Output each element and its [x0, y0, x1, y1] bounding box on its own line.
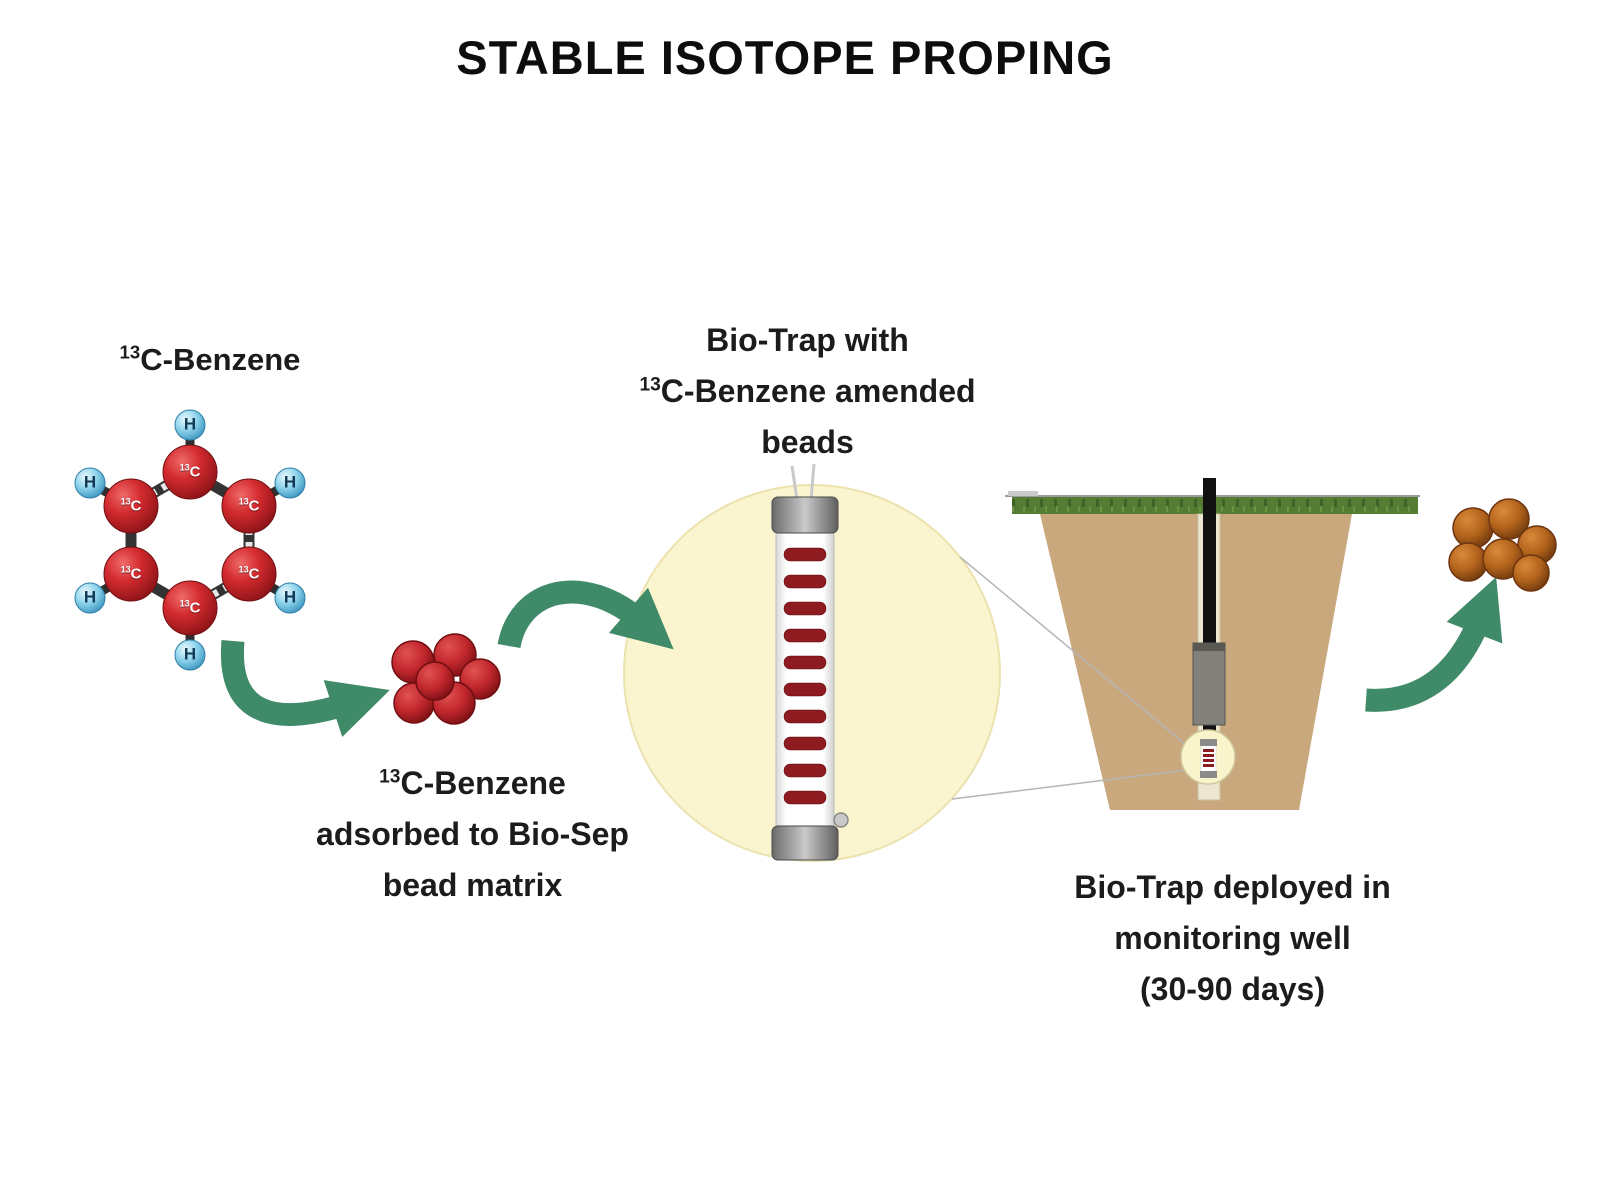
well-caption-line1: Bio-Trap deployed in: [1074, 869, 1391, 905]
well-caption-line2: monitoring well: [1114, 920, 1351, 957]
red-bead-cluster: [391, 633, 501, 725]
carbon-label-sup: 13: [120, 496, 131, 507]
hydrogen-spheres: [74, 409, 306, 671]
adsorbed-caption-line1-text: C-Benzene: [400, 765, 566, 801]
molecule-label-sup: 13: [119, 341, 141, 363]
carbon-label-symbol: C: [248, 565, 260, 583]
monitoring-well-cross-section: [951, 478, 1420, 810]
carbon-label-symbol: C: [130, 497, 142, 515]
arrow-well-to-analysis: [1365, 576, 1503, 712]
hydrogen-atom-label: H: [183, 414, 197, 434]
biotrap-caption-line2: 13C-Benzene amended: [575, 366, 1040, 417]
carbon-label-sup: 13: [179, 598, 190, 609]
molecule-label: 13C-Benzene: [60, 335, 360, 385]
carbon-atom-label: 13C: [239, 564, 260, 582]
diagram-title: STABLE ISOTOPE PROPING: [456, 31, 1114, 84]
carbon-atom-label: 13C: [180, 598, 201, 616]
carbon-atom-label: 13C: [180, 462, 201, 480]
zoom-connector-line-top: [959, 556, 1185, 744]
canister-top-cap: [771, 496, 839, 534]
biotrap-caption-line2-text: C-Benzene amended: [660, 373, 976, 410]
hydrogen-atom-label: H: [283, 587, 297, 607]
hydrogen-atom-label: H: [283, 472, 297, 492]
adsorbed-caption-line2: adsorbed to Bio-Sep: [316, 816, 629, 853]
carbon-label-sup: 13: [120, 564, 131, 575]
biotrap-caption-line2-sup: 13: [639, 374, 661, 396]
arrow-beads-to-biotrap: [497, 580, 674, 650]
hydrogen-atom-label: H: [83, 472, 97, 492]
canister-bead-rows: [783, 547, 827, 805]
canister-ring: [833, 812, 849, 828]
arrow-molecule-to-beads: [220, 640, 390, 737]
zoom-connector-line-bottom: [951, 769, 1187, 800]
carbon-label-symbol: C: [248, 497, 260, 515]
canister-string-left: [790, 465, 799, 501]
mini-biotrap-canister: [1200, 739, 1217, 778]
survey-annotation-marks: [1008, 491, 1038, 496]
biotrap-canister: [771, 463, 849, 861]
carbon-label-symbol: C: [189, 463, 201, 481]
adsorbed-caption: 13C-Benzene adsorbed to Bio-Sep bead mat…: [275, 758, 670, 912]
hydrogen-atom-label: H: [183, 644, 197, 664]
well-rod: [1203, 478, 1216, 770]
carbon-spheres: [103, 444, 277, 636]
biotrap-caption-line1: Bio-Trap with: [706, 322, 909, 358]
well-caption-line3: (30-90 days): [1140, 971, 1325, 1008]
adsorbed-caption-line1-sup: 13: [379, 766, 401, 788]
adsorbed-caption-line1: 13C-Benzene: [275, 758, 670, 809]
carbon-atom-label: 13C: [121, 496, 142, 514]
canister-bottom-cap: [771, 825, 839, 861]
well-sleeve-top-band: [1193, 643, 1225, 651]
carbon-label-sup: 13: [179, 462, 190, 473]
carbon-atom-label: 13C: [121, 564, 142, 582]
carbon-label-sup: 13: [238, 496, 249, 507]
hydrogen-atom-label: H: [83, 587, 97, 607]
benzene-molecule: [74, 409, 306, 671]
brown-bead-cluster: [1448, 498, 1557, 592]
biotrap-caption-line3: beads: [761, 424, 854, 461]
carbon-label-symbol: C: [130, 565, 142, 583]
canister-string-right: [809, 463, 816, 501]
well-caption: Bio-Trap deployed in monitoring well (30…: [1010, 862, 1455, 1016]
biotrap-caption: Bio-Trap with 13C-Benzene amended beads: [575, 315, 1040, 469]
carbon-label-sup: 13: [238, 564, 249, 575]
adsorbed-caption-line3: bead matrix: [382, 867, 563, 904]
carbon-atom-label: 13C: [239, 496, 260, 514]
well-sleeve: [1192, 642, 1226, 726]
carbon-label-symbol: C: [189, 599, 201, 617]
molecule-label-text: C-Benzene: [140, 342, 301, 377]
